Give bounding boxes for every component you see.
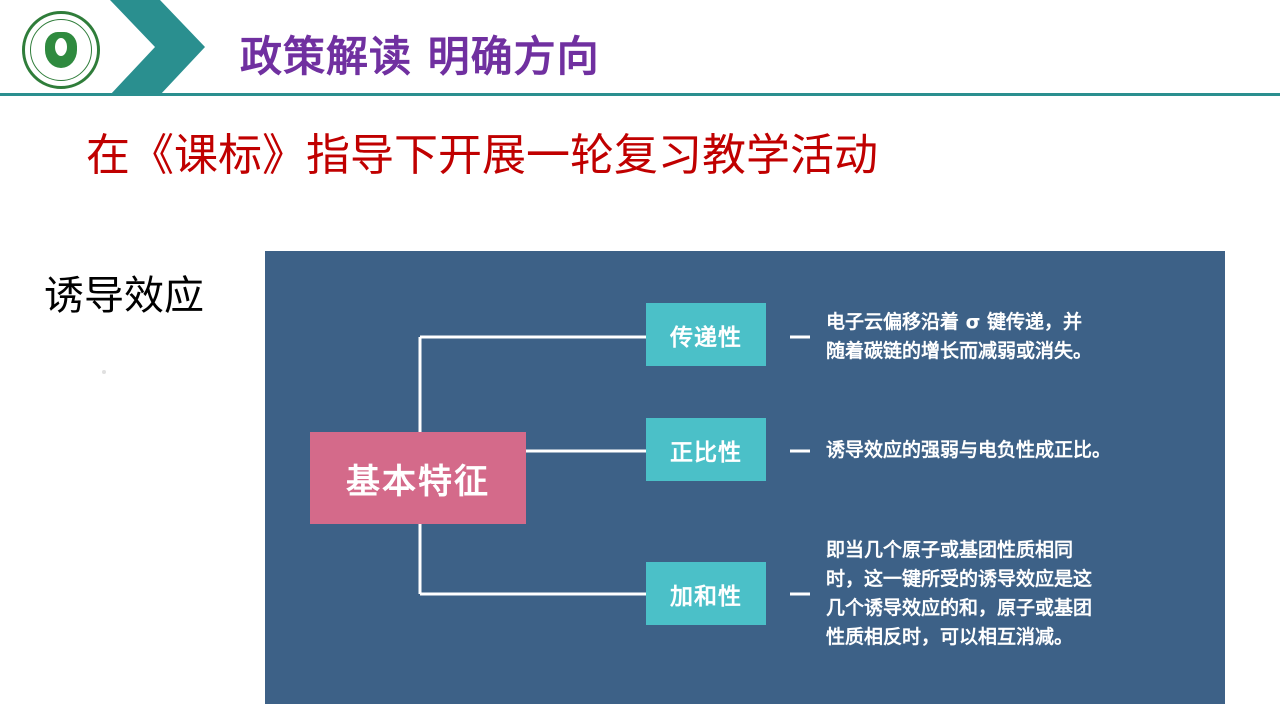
logo-leaf [55,38,67,56]
description-line: 电子云偏移沿着 σ 键传递，并 [826,311,1083,333]
branch-node-additivity: 加和性 [646,562,766,625]
header-divider [0,93,1280,96]
branch-description-additivity: 即当几个原子或基团性质相同 时，这一键所受的诱导效应是这 几个诱导效应的和，原子… [826,536,1146,652]
description-line: 诱导效应的强弱与电负性成正比。 [826,439,1112,461]
description-line: 几个诱导效应的和，原子或基团 [826,597,1093,619]
branch-description-proportionality: 诱导效应的强弱与电负性成正比。 [826,436,1146,465]
school-logo-icon [22,11,100,89]
branch-node-transmissibility: 传递性 [646,303,766,366]
page-title: 政策解读 明确方向 [240,32,600,81]
branch-description-transmissibility: 电子云偏移沿着 σ 键传递，并 随着碳链的增长而减弱或消失。 [826,308,1146,366]
description-line: 随着碳链的增长而减弱或消失。 [826,340,1093,362]
logo-ring [30,19,92,81]
diagram-connectors [418,335,810,596]
header-chevron-icon [110,0,205,95]
main-feature-node: 基本特征 [310,432,526,524]
description-line: 即当几个原子或基团性质相同 [826,539,1074,561]
page-subtitle: 在《课标》指导下开展一轮复习教学活动 [86,130,878,181]
branch-node-proportionality: 正比性 [646,418,766,481]
decorative-dot [102,370,106,374]
topic-label: 诱导效应 [44,273,204,319]
diagram-panel: 基本特征 传递性 正比性 加和性 电子云偏移沿着 σ 键传递，并 随着碳链的增长… [265,251,1225,704]
description-line: 性质相反时，可以相互消减。 [826,626,1074,648]
description-line: 时，这一键所受的诱导效应是这 [826,568,1093,590]
